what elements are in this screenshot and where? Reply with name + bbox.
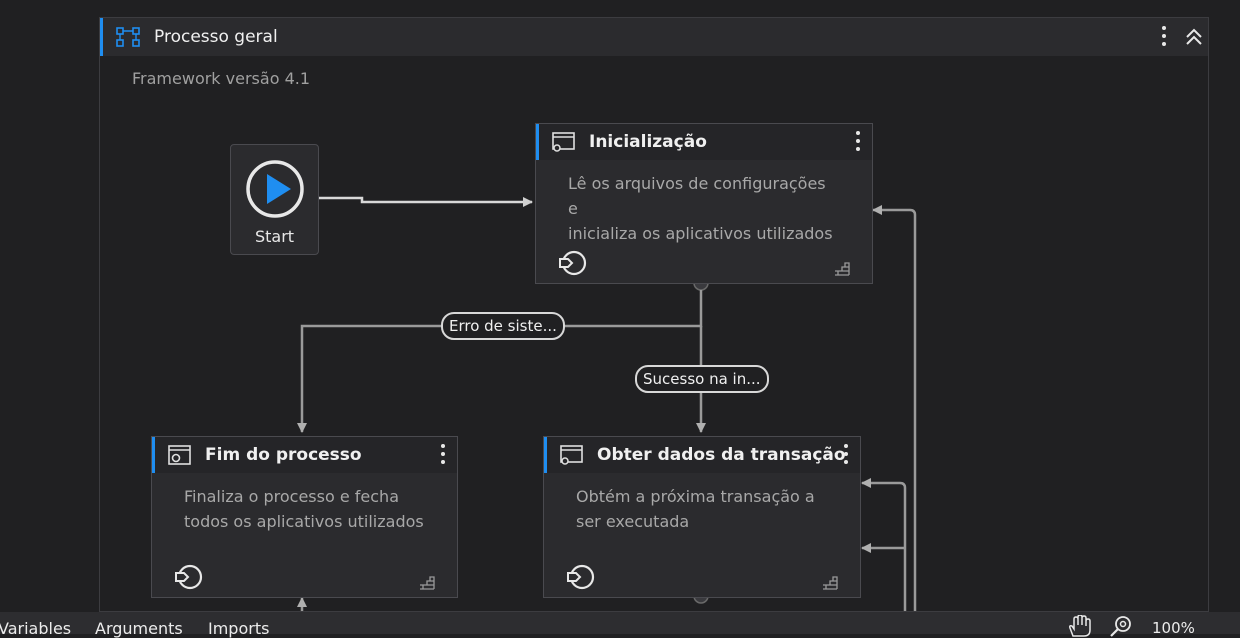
more-options-icon[interactable] <box>440 444 446 466</box>
flowchart-header[interactable]: Processo geral <box>100 18 1208 56</box>
wire-loop-obter-1 <box>861 478 907 612</box>
state-header: Fim do processo <box>152 437 457 473</box>
description-line: Obtém a próxima transação a <box>576 487 815 506</box>
state-title: Obter dados da transação <box>597 445 846 465</box>
flowchart-container[interactable]: Processo geral Framework versão 4.1 <box>99 17 1209 612</box>
zoom-level[interactable]: 100% <box>1152 619 1195 637</box>
state-icon <box>552 132 575 152</box>
state-header: Obter dados da transação <box>544 437 860 473</box>
steps-icon <box>823 576 838 590</box>
flowchart-annotation: Framework versão 4.1 <box>132 69 311 88</box>
state-description: Finaliza o processo e fecha todos os apl… <box>184 484 454 534</box>
transition-label-error[interactable]: Erro de siste... <box>441 312 565 340</box>
wire-start-to-init <box>319 196 533 207</box>
tab-imports[interactable]: Imports <box>208 619 270 638</box>
state-icon <box>560 445 583 465</box>
description-line: Lê os arquivos de configurações e <box>568 174 826 218</box>
tab-variables[interactable]: Variables <box>0 619 72 638</box>
steps-icon <box>420 576 435 590</box>
description-line: todos os aplicativos utilizados <box>184 512 424 531</box>
state-title: Inicialização <box>589 132 707 152</box>
final-state-icon <box>168 445 191 465</box>
more-options-icon[interactable] <box>1161 26 1167 48</box>
description-line: ser executada <box>576 512 690 531</box>
collapse-icon[interactable] <box>1184 26 1204 48</box>
hand-icon[interactable] <box>1066 615 1092 637</box>
start-node[interactable]: Start <box>230 144 319 255</box>
start-label: Start <box>254 227 295 246</box>
state-description: Obtém a próxima transação a ser executad… <box>576 484 846 534</box>
flowchart-icon <box>116 27 140 47</box>
more-options-icon[interactable] <box>855 131 861 153</box>
description-line: Finaliza o processo e fecha <box>184 487 399 506</box>
state-description: Lê os arquivos de configurações e inicia… <box>568 171 838 246</box>
description-line: inicializa os aplicativos utilizados <box>568 224 833 243</box>
play-icon <box>246 160 304 218</box>
designer-statusbar: Variables Arguments Imports 100% <box>0 612 1240 638</box>
wire-loop-init <box>872 205 917 612</box>
entry-icon[interactable] <box>556 249 588 277</box>
state-inicializacao[interactable]: Inicialização Lê os arquivos de configur… <box>535 123 873 284</box>
entry-icon[interactable] <box>564 563 596 591</box>
state-obter-dados-da-transacao[interactable]: Obter dados da transação Obtém a próxima… <box>543 436 861 598</box>
transition-label-success[interactable]: Sucesso na in... <box>635 365 769 393</box>
steps-icon <box>835 262 850 276</box>
state-fim-do-processo[interactable]: Fim do processo Finaliza o processo e fe… <box>151 436 458 598</box>
more-options-icon[interactable] <box>843 444 849 466</box>
state-title: Fim do processo <box>205 445 362 465</box>
flowchart-title: Processo geral <box>154 27 278 47</box>
state-header: Inicialização <box>536 124 872 160</box>
entry-icon[interactable] <box>172 563 204 591</box>
tab-arguments[interactable]: Arguments <box>95 619 183 638</box>
